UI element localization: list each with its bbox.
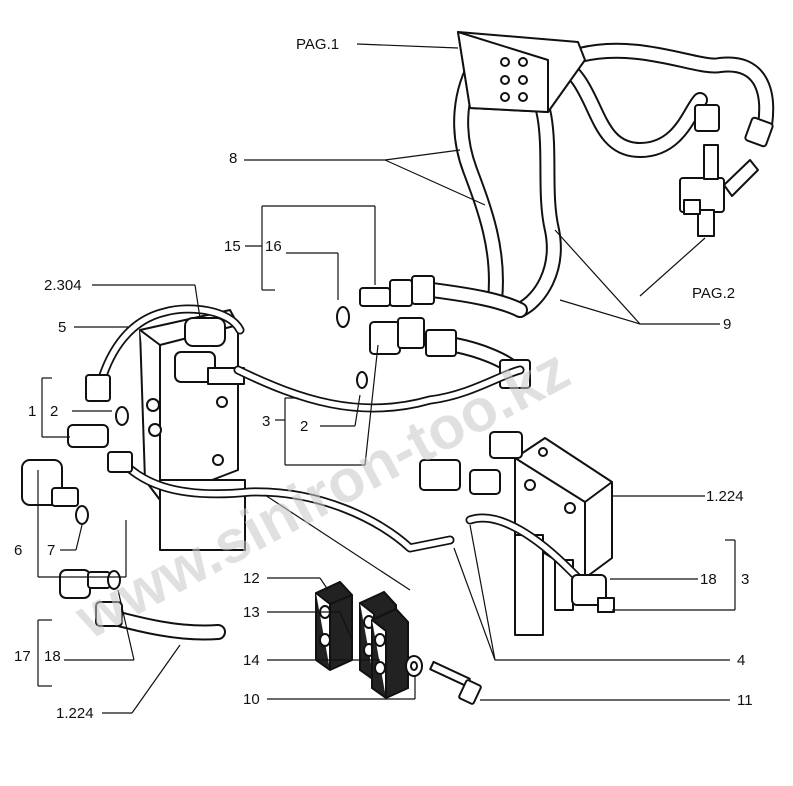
- label-8: 8: [229, 150, 237, 167]
- label-1: 1: [28, 403, 36, 420]
- label-14: 14: [243, 652, 260, 669]
- label-pag2: PAG.2: [692, 285, 735, 302]
- pipe-5: [85, 304, 245, 402]
- label-2-mid: 2: [300, 418, 308, 435]
- label-18-left: 18: [44, 648, 61, 665]
- pipe-long: [233, 365, 525, 413]
- label-12: 12: [243, 570, 260, 587]
- block-1224: [419, 431, 615, 636]
- pag2-tee-fitting: [679, 104, 774, 237]
- label-10: 10: [243, 691, 260, 708]
- left-fittings: [21, 406, 129, 599]
- label-7: 7: [47, 542, 55, 559]
- label-pag1: PAG.1: [296, 36, 339, 53]
- label-4: 4: [737, 652, 745, 669]
- label-9: 9: [723, 316, 731, 333]
- label-5: 5: [58, 319, 66, 336]
- label-13: 13: [243, 604, 260, 621]
- label-15: 15: [224, 238, 241, 255]
- label-3-mid: 3: [262, 413, 270, 430]
- label-18-right: 18: [700, 571, 717, 588]
- label-2-left: 2: [50, 403, 58, 420]
- pag1-block: [457, 31, 586, 113]
- label-3-right: 3: [741, 571, 749, 588]
- pipe-4: [107, 451, 455, 553]
- label-17: 17: [14, 648, 31, 665]
- label-6: 6: [14, 542, 22, 559]
- label-1224-right: 1.224: [706, 488, 744, 505]
- label-11: 11: [737, 692, 753, 709]
- label-1224-bottom: 1.224: [56, 705, 94, 722]
- label-16: 16: [265, 238, 282, 255]
- hose-1224-left: [95, 601, 226, 641]
- middle-fittings: [336, 275, 531, 389]
- leader-lines: [37, 43, 736, 714]
- callout-labels: PAG.1 8 15 16 2.304 5 1 2 3 2 9 PAG.2 1.…: [14, 36, 753, 722]
- clamp-set: [315, 580, 482, 705]
- label-2304: 2.304: [44, 277, 82, 294]
